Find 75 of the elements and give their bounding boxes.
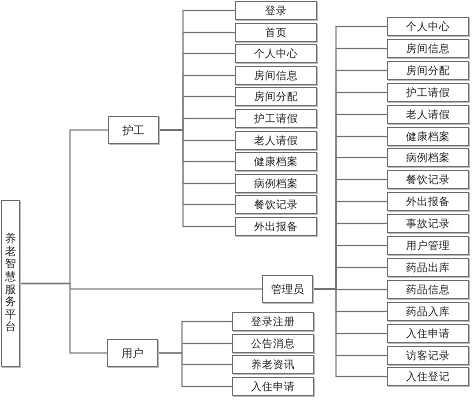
module-box <box>235 131 317 150</box>
module-box <box>235 217 317 236</box>
module-box <box>232 334 314 353</box>
module-box <box>235 66 317 85</box>
module-box <box>232 377 314 396</box>
node-label: 登录注册 <box>251 314 295 328</box>
module-box <box>262 275 313 303</box>
node-label: 健康档案 <box>254 154 298 168</box>
node-label: 药品入库 <box>406 304 450 318</box>
module-box <box>235 109 317 128</box>
node-label: 房间分配 <box>254 90 298 104</box>
module-box <box>387 214 469 233</box>
module-box <box>235 87 317 106</box>
node-label: 访客记录 <box>406 348 450 362</box>
node-label: 护工请假 <box>406 86 450 100</box>
module-box <box>235 23 317 42</box>
module-box <box>387 324 469 343</box>
module-box <box>387 170 469 189</box>
node-label: 个人中心 <box>406 20 450 34</box>
node-label: 护工请假 <box>254 112 298 126</box>
node-label: 事故记录 <box>406 216 450 230</box>
node-label: 入住申请 <box>251 380 295 394</box>
module-box <box>387 346 469 365</box>
node-label: 登录 <box>265 4 287 18</box>
node-label: 外出报备 <box>254 220 298 234</box>
node-label: 入住申请 <box>406 326 450 340</box>
module-box <box>387 39 469 58</box>
node-label: 房间信息 <box>254 68 298 82</box>
node-label: 房间信息 <box>406 42 450 56</box>
module-box <box>387 17 469 36</box>
module-box <box>387 105 469 124</box>
node-label: 养老资讯 <box>251 358 295 372</box>
node-label: 管理员 <box>271 282 304 296</box>
node-label: 病例档案 <box>254 176 298 190</box>
node-label: 餐饮记录 <box>254 198 298 212</box>
connector-line <box>20 282 107 354</box>
node-label: 老人请假 <box>406 108 450 122</box>
node-label: 首页 <box>265 26 287 40</box>
module-box <box>387 127 469 146</box>
module-box <box>387 83 469 102</box>
module-box <box>235 195 317 214</box>
node-label: 老人请假 <box>254 134 298 148</box>
root-box <box>1 200 20 367</box>
module-box <box>235 1 317 20</box>
module-box <box>232 355 314 374</box>
node-label: 外出报备 <box>406 194 450 208</box>
node-label: 健康档案 <box>406 130 450 144</box>
node-label: 房间分配 <box>406 64 450 78</box>
node-label: 用户管理 <box>406 238 450 252</box>
connector-line <box>159 129 235 228</box>
node-label: 病例档案 <box>406 150 450 164</box>
module-box <box>108 116 159 144</box>
node-label: 养老智慧服务平台 <box>5 232 16 334</box>
node-label: 公告消息 <box>251 336 295 350</box>
module-box <box>387 302 469 321</box>
module-box <box>387 236 469 255</box>
node-label: 餐饮记录 <box>406 172 450 186</box>
node-label: 个人中心 <box>254 46 298 60</box>
module-box <box>232 312 314 331</box>
module-box <box>235 152 317 171</box>
node-label: 药品信息 <box>406 282 450 296</box>
node-label: 入住登记 <box>406 370 450 384</box>
module-box <box>387 367 469 386</box>
node-label: 药品出库 <box>406 260 450 274</box>
module-box <box>387 61 469 80</box>
module-box <box>387 258 469 277</box>
module-box <box>235 44 317 63</box>
node-label: 护工 <box>122 122 144 138</box>
node-label: 用户 <box>122 346 144 360</box>
module-box <box>235 174 317 193</box>
module-box <box>107 339 158 367</box>
module-box <box>387 148 469 167</box>
module-box <box>387 280 469 299</box>
module-box <box>387 192 469 211</box>
connector-line <box>158 352 232 388</box>
